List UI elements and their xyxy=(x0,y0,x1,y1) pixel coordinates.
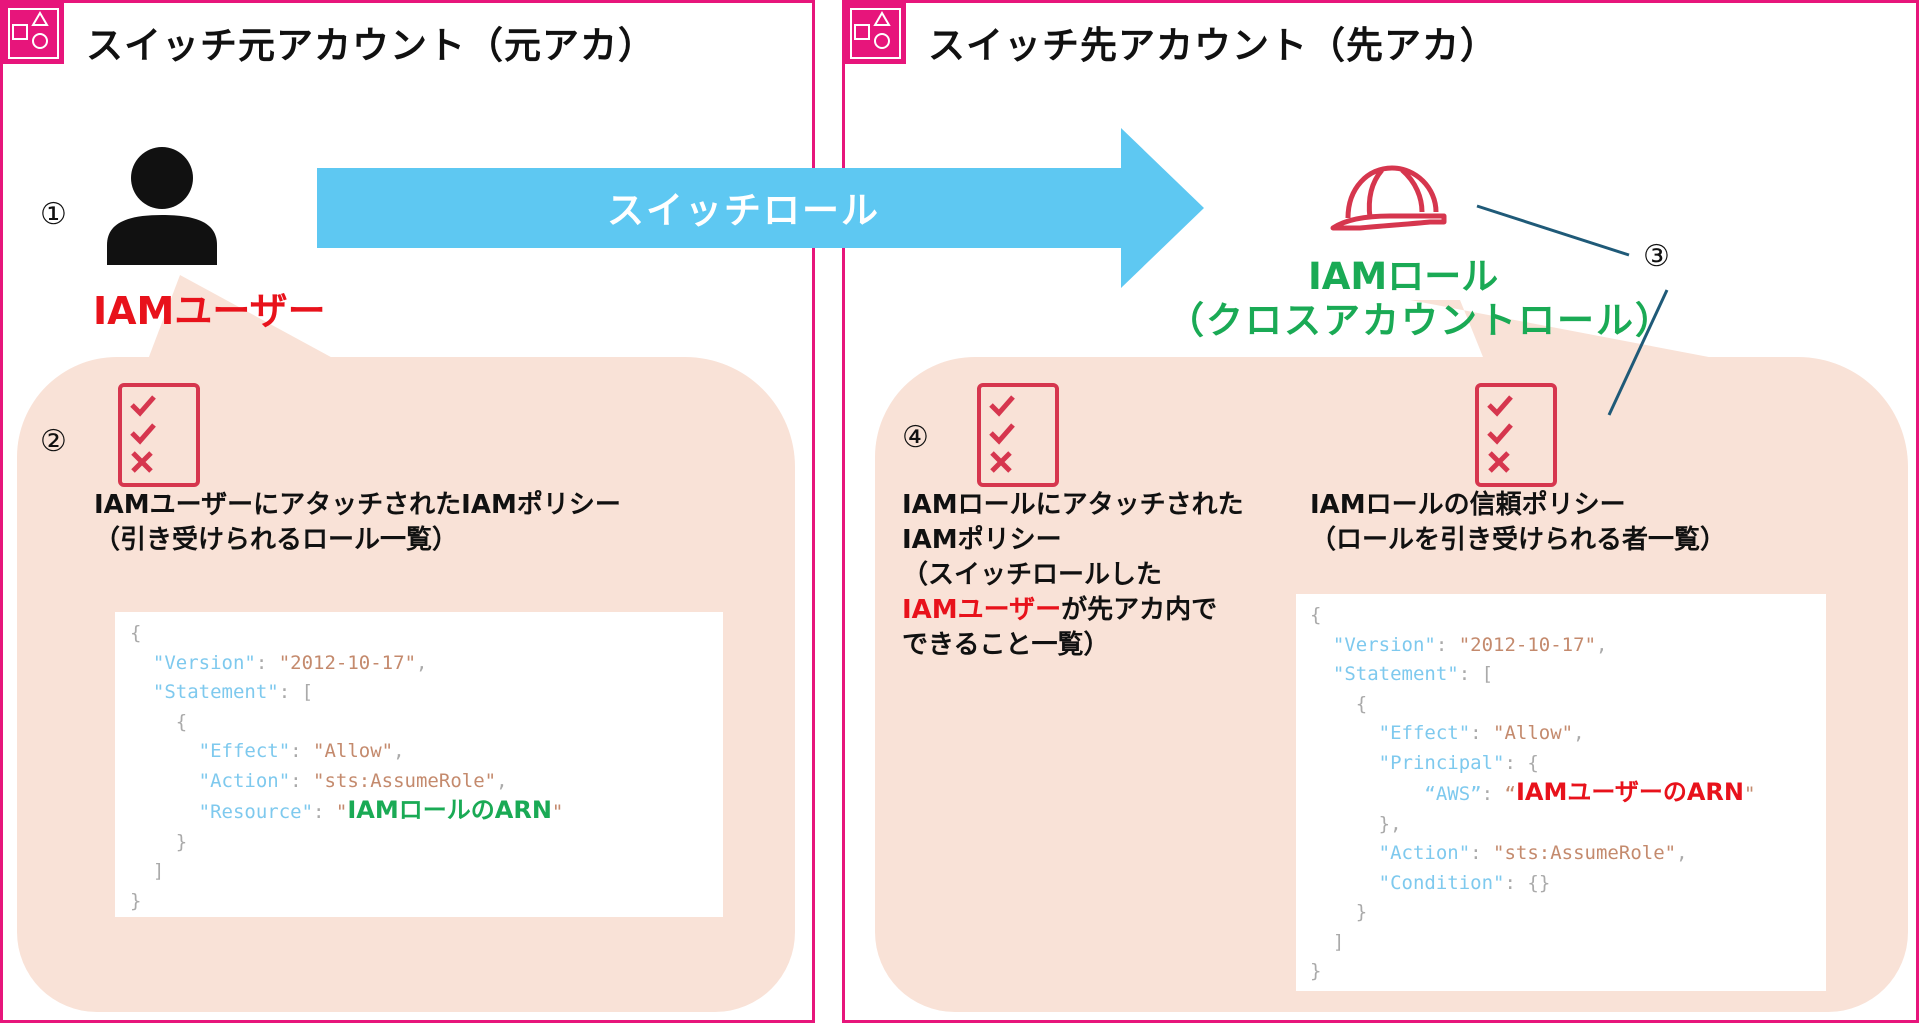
policy-checklist-icon xyxy=(118,383,200,487)
iam-role-label-line2: （クロスアカウントロール） xyxy=(1167,299,1674,342)
panel-title: スイッチ元アカウント（元アカ） xyxy=(86,24,656,67)
account-group-icon xyxy=(845,3,906,64)
attached-desc-line2: IAMポリシー xyxy=(902,525,1062,555)
attached-policy-checklist-icon xyxy=(977,383,1059,487)
trust-policy-checklist-icon xyxy=(1475,383,1557,487)
iam-role-label-line1: IAMロール xyxy=(1308,255,1499,298)
step-3-marker: ③ xyxy=(1643,239,1670,274)
step-4-marker: ④ xyxy=(902,420,929,455)
trust-desc-line2: （ロールを引き受けられる者一覧） xyxy=(1310,525,1727,555)
principal-user-arn: IAMユーザーのARN xyxy=(1515,778,1744,806)
attached-desc-line3: （スイッチロールした xyxy=(902,560,1163,590)
policy-desc-line1: IAMユーザーにアタッチされたIAMポリシー xyxy=(94,490,621,520)
step-2-marker: ② xyxy=(40,424,67,459)
attached-desc-line1: IAMロールにアタッチされた xyxy=(902,490,1244,520)
attached-desc-line5: できること一覧） xyxy=(902,630,1110,660)
switch-role-arrow xyxy=(317,128,1204,288)
switch-role-label: スイッチロール xyxy=(607,189,880,232)
trust-policy-json: { "Version": "2012-10-17", "Statement": … xyxy=(1296,594,1826,991)
policy-desc-line2: （引き受けられるロール一覧） xyxy=(94,525,459,555)
resource-role-arn: IAMロールのARN xyxy=(347,796,552,824)
attached-desc-line4: IAMユーザーが先アカ内で xyxy=(902,595,1218,625)
step-1-marker: ① xyxy=(40,197,67,232)
iam-user-label: IAMユーザー xyxy=(93,289,326,333)
trust-desc-line1: IAMロールの信頼ポリシー xyxy=(1310,490,1626,520)
user-icon xyxy=(107,147,217,265)
account-group-icon xyxy=(3,3,64,64)
iam-role-helmet-icon xyxy=(1330,165,1447,231)
panel-title: スイッチ先アカウント（先アカ） xyxy=(928,24,1498,67)
iam-policy-json: { "Version": "2012-10-17", "Statement": … xyxy=(115,612,723,917)
